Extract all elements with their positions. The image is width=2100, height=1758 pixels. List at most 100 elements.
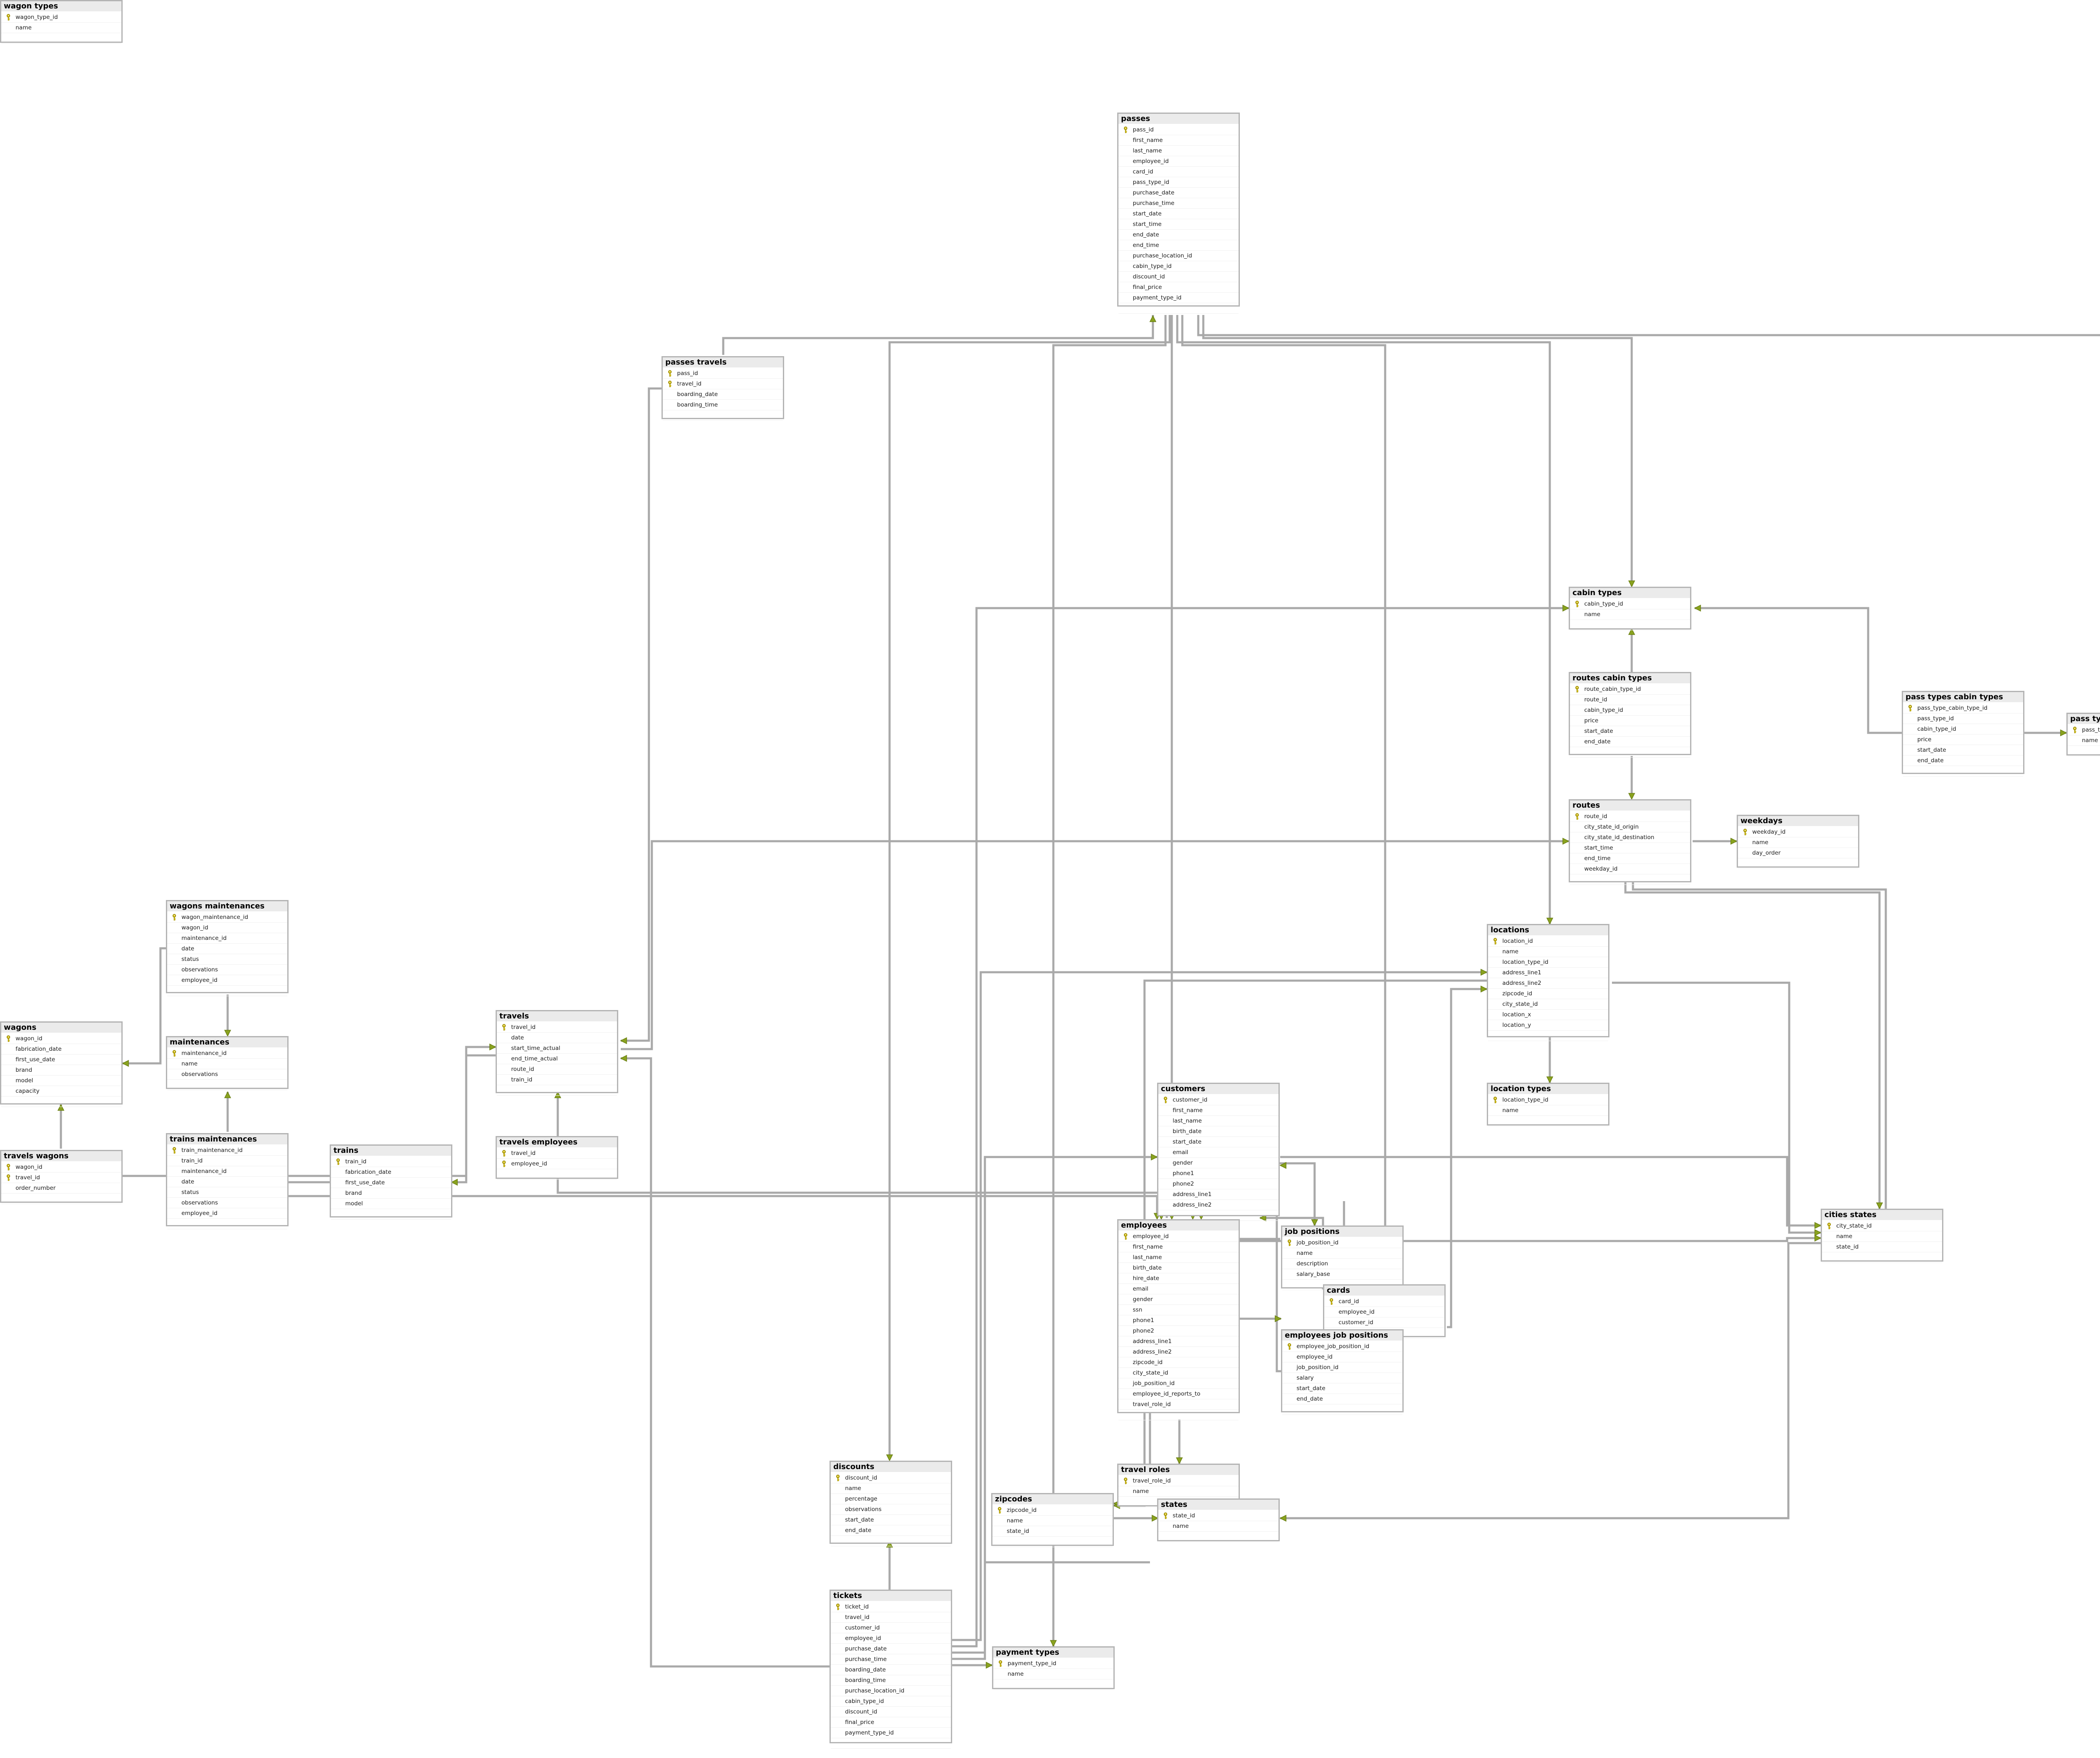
column-row[interactable]: travel_id [1, 1173, 121, 1183]
column-row[interactable]: pass_type_cabin_type_id [1903, 703, 2023, 714]
column-row[interactable]: zipcode_id [992, 1505, 1113, 1516]
column-row[interactable]: name [1118, 1486, 1239, 1497]
column-row[interactable]: job_position_id [1282, 1362, 1402, 1373]
column-row[interactable]: employee_id [167, 975, 287, 986]
column-row[interactable]: date [167, 1177, 287, 1187]
column-row[interactable]: city_state_id_origin [1570, 822, 1690, 832]
column-row[interactable]: city_state_id [1488, 999, 1608, 1010]
column-row[interactable]: route_cabin_type_id [1570, 684, 1690, 695]
column-row[interactable]: observations [167, 1069, 287, 1080]
column-row[interactable]: end_date [1282, 1394, 1402, 1404]
column-row[interactable]: first_use_date [1, 1055, 121, 1065]
column-row[interactable]: discount_id [831, 1473, 951, 1483]
column-row[interactable]: boarding_time [663, 400, 783, 410]
column-row[interactable]: pass_type_id [1903, 714, 2023, 724]
column-row[interactable]: start_time [1118, 219, 1239, 230]
column-row[interactable]: phone2 [1118, 1326, 1239, 1336]
column-row[interactable]: location_x [1488, 1010, 1608, 1020]
column-row[interactable]: first_name [1158, 1105, 1278, 1116]
column-row[interactable]: travel_role_id [1118, 1476, 1239, 1486]
column-row[interactable]: last_name [1158, 1116, 1278, 1126]
column-row[interactable]: birth_date [1158, 1126, 1278, 1137]
column-row[interactable]: end_date [1118, 230, 1239, 240]
column-row[interactable]: last_name [1118, 1252, 1239, 1263]
column-row[interactable]: phone1 [1158, 1168, 1278, 1179]
column-row[interactable]: name [1282, 1248, 1402, 1259]
column-row[interactable]: maintenance_id [167, 1166, 287, 1177]
column-row[interactable]: employee_job_position_id [1282, 1341, 1402, 1352]
column-row[interactable]: employee_id_reports_to [1118, 1389, 1239, 1399]
column-row[interactable]: date [497, 1033, 617, 1043]
column-row[interactable]: name [831, 1483, 951, 1494]
column-row[interactable]: fabrication_date [1, 1044, 121, 1055]
column-row[interactable]: name [1488, 1105, 1608, 1116]
column-row[interactable]: end_date [1570, 737, 1690, 747]
column-row[interactable]: name [1570, 609, 1690, 620]
column-row[interactable]: discount_id [1118, 272, 1239, 282]
column-row[interactable]: address_line1 [1158, 1189, 1278, 1200]
column-row[interactable]: end_time [1570, 853, 1690, 864]
column-row[interactable]: final_price [831, 1717, 951, 1728]
column-row[interactable]: maintenance_id [167, 1048, 287, 1059]
column-row[interactable]: route_id [1570, 695, 1690, 705]
column-row[interactable]: wagon_maintenance_id [167, 912, 287, 923]
column-row[interactable]: train_id [331, 1157, 451, 1167]
column-row[interactable]: payment_type_id [831, 1728, 951, 1738]
column-row[interactable]: name [1488, 947, 1608, 957]
column-row[interactable]: purchase_date [1118, 188, 1239, 198]
column-row[interactable]: percentage [831, 1494, 951, 1504]
column-row[interactable]: state_id [1158, 1511, 1278, 1521]
column-row[interactable]: cabin_type_id [1118, 261, 1239, 272]
column-row[interactable]: name [167, 1059, 287, 1069]
column-row[interactable]: end_time_actual [497, 1054, 617, 1064]
column-row[interactable]: travel_role_id [1118, 1399, 1239, 1410]
column-row[interactable]: employee_id [1282, 1352, 1402, 1362]
column-row[interactable]: travel_id [831, 1612, 951, 1623]
column-row[interactable]: wagon_type_id [1, 12, 121, 23]
column-row[interactable]: job_position_id [1282, 1238, 1402, 1248]
column-row[interactable]: description [1282, 1259, 1402, 1269]
column-row[interactable]: start_date [831, 1515, 951, 1525]
column-row[interactable]: first_name [1118, 135, 1239, 146]
column-row[interactable]: phone1 [1118, 1315, 1239, 1326]
column-row[interactable]: train_maintenance_id [167, 1145, 287, 1156]
column-row[interactable]: cabin_type_id [1570, 599, 1690, 609]
column-row[interactable]: employee_id [167, 1208, 287, 1219]
column-row[interactable]: status [167, 954, 287, 965]
column-row[interactable]: cabin_type_id [1903, 724, 2023, 735]
column-row[interactable]: customer_id [831, 1623, 951, 1633]
column-row[interactable]: start_date [1570, 726, 1690, 737]
column-row[interactable]: employee_id [1118, 156, 1239, 167]
column-row[interactable]: end_date [831, 1525, 951, 1536]
column-row[interactable]: city_state_id_destination [1570, 832, 1690, 843]
column-row[interactable]: state_id [1822, 1242, 1942, 1252]
column-row[interactable]: purchase_time [1118, 198, 1239, 209]
column-row[interactable]: observations [831, 1504, 951, 1515]
column-row[interactable]: start_date [1282, 1383, 1402, 1394]
column-row[interactable]: wagon_id [1, 1162, 121, 1173]
column-row[interactable]: last_name [1118, 146, 1239, 156]
column-row[interactable]: capacity [1, 1086, 121, 1097]
column-row[interactable]: train_id [167, 1156, 287, 1166]
column-row[interactable]: pass_type_id [1118, 177, 1239, 188]
column-row[interactable]: card_id [1324, 1296, 1444, 1307]
column-row[interactable]: zipcode_id [1488, 989, 1608, 999]
column-row[interactable]: final_price [1118, 282, 1239, 293]
column-row[interactable]: pass_id [1118, 125, 1239, 135]
column-row[interactable]: status [167, 1187, 287, 1198]
column-row[interactable]: zipcode_id [1118, 1357, 1239, 1368]
column-row[interactable]: location_type_id [1488, 1095, 1608, 1105]
column-row[interactable]: start_date [1118, 209, 1239, 219]
column-row[interactable]: payment_type_id [1118, 293, 1239, 303]
column-row[interactable]: customer_id [1324, 1317, 1444, 1328]
